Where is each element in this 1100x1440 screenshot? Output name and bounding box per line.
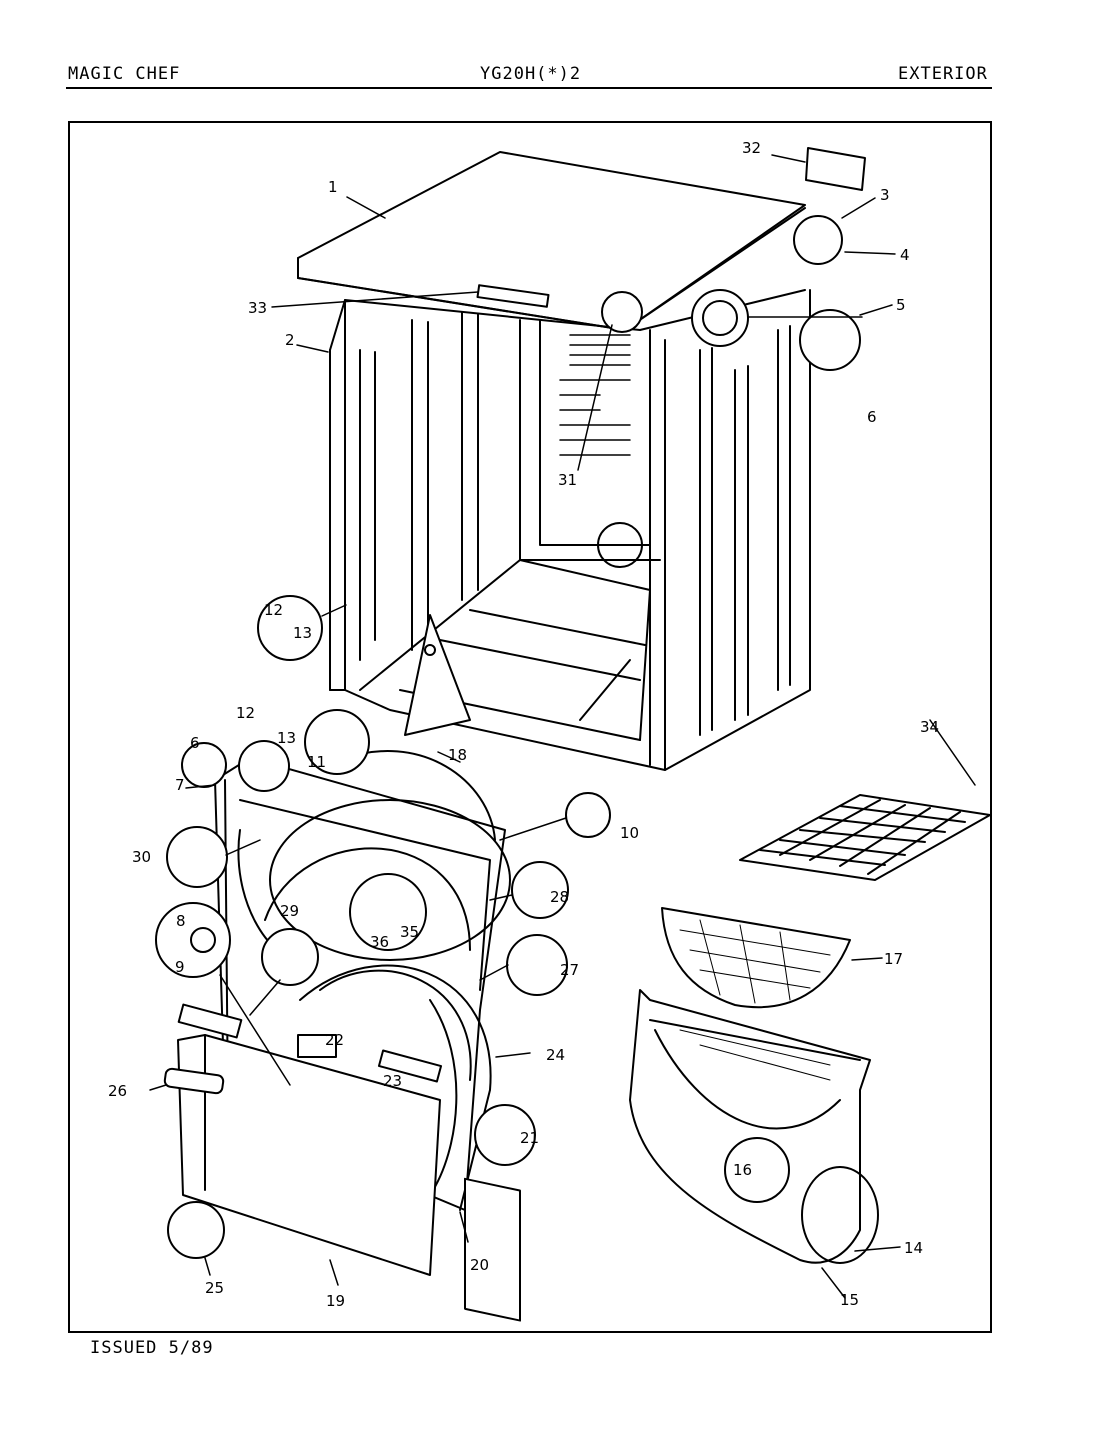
part-label-1: 1 [328,178,338,196]
part-label-12-side: 12 [264,601,283,619]
callout-bubbles [155,215,861,1259]
part-label-23: 23 [383,1072,402,1090]
part-label-2: 2 [285,331,295,349]
model-number: YG20H(*)2 [480,64,582,84]
door-frame-and-seal [299,964,521,1322]
part-label-36: 36 [370,933,389,951]
door-panel [163,1003,443,1276]
part-label-12-front: 12 [236,704,255,722]
part-label-11: 11 [307,753,326,771]
part-label-25: 25 [205,1279,224,1297]
part-label-16: 16 [733,1161,752,1179]
part-label-26: 26 [108,1082,127,1100]
part-label-29: 29 [280,902,299,920]
part-label-18: 18 [448,746,467,764]
drying-rack [739,794,991,881]
leader-lines [149,154,976,1299]
part-number-labels: 1 2 3 4 5 6 6 7 8 9 10 11 12 13 12 13 14… [108,139,939,1310]
part-label-19: 19 [326,1292,345,1310]
part-label-35: 35 [400,923,419,941]
part-label-3: 3 [880,186,890,204]
part-label-34: 34 [920,718,939,736]
part-label-27: 27 [560,961,579,979]
part-label-22: 22 [325,1031,344,1049]
part-label-6-top: 6 [867,408,877,426]
part-label-28: 28 [550,888,569,906]
issued-date: ISSUED 5/89 [90,1338,214,1358]
part-label-8: 8 [176,912,186,930]
cabinet-body [329,284,811,771]
part-label-24: 24 [546,1046,565,1064]
part-label-7: 7 [175,776,185,794]
header-rule [66,87,992,89]
part-label-6-front: 6 [190,734,200,752]
part-label-13-side: 13 [293,624,312,642]
part-label-15: 15 [840,1291,859,1309]
part-label-32: 32 [742,139,761,157]
part-label-33: 33 [248,299,267,317]
part-label-4: 4 [900,246,910,264]
diagram-frame [68,121,992,1333]
part-label-21: 21 [520,1129,539,1147]
part-label-10: 10 [620,824,639,842]
part-label-17: 17 [884,950,903,968]
lint-filter-assembly [661,907,851,1009]
part-label-13-front: 13 [277,729,296,747]
part-label-20: 20 [470,1256,489,1274]
part-label-5: 5 [896,296,906,314]
part-label-30: 30 [132,848,151,866]
rear-bracket [805,147,866,191]
part-label-9: 9 [175,958,185,976]
lint-duct-assembly [629,989,879,1264]
brand-label: MAGIC CHEF [68,64,181,84]
section-title: EXTERIOR [898,64,988,84]
part-label-31: 31 [558,471,577,489]
part-label-14: 14 [904,1239,923,1257]
